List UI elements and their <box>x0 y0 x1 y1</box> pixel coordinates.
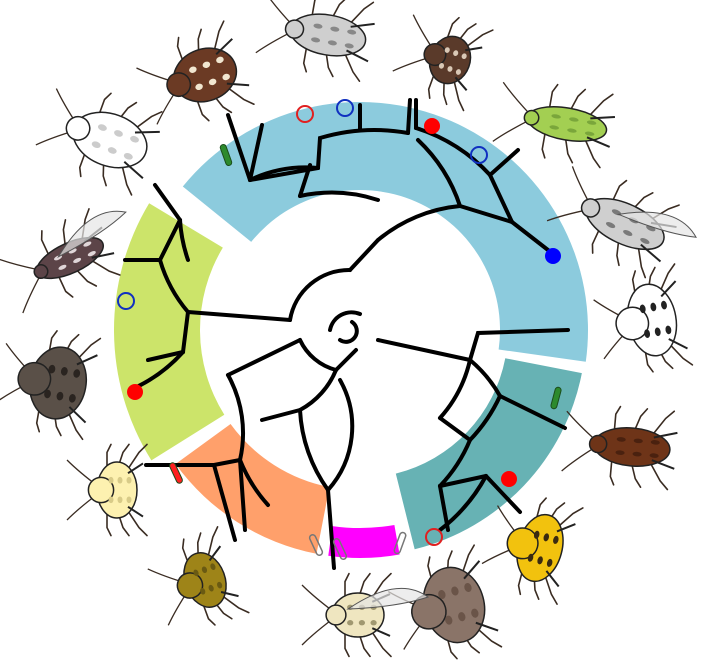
insect-illustrations <box>0 0 700 660</box>
filled-red-circle <box>424 118 440 134</box>
antenna <box>0 245 38 283</box>
antenna <box>561 166 601 204</box>
head <box>589 435 608 454</box>
antenna <box>11 275 51 313</box>
body-spot <box>118 477 123 484</box>
head <box>326 605 346 625</box>
aphid-dark-grey-illustration <box>0 323 100 440</box>
body-spot <box>347 620 353 625</box>
filled-red-circle <box>127 384 143 400</box>
antenna <box>493 115 529 147</box>
aphid-brown-spotted-illustration <box>132 20 256 137</box>
filled-blue-circle <box>545 248 561 264</box>
body-spot <box>127 496 132 503</box>
body-spot <box>118 496 123 503</box>
body-spot <box>109 477 114 484</box>
aphid-pale-winged-illustration <box>302 574 391 657</box>
body-spot <box>109 496 114 503</box>
aphid-spotted-white-illustration <box>590 264 692 380</box>
aphid-reddish-brown-illustration <box>561 402 679 490</box>
body-spot <box>370 620 376 625</box>
antenna <box>499 82 535 114</box>
aphid-grey-woolly-illustration <box>254 0 378 82</box>
aphid-pale-yellow-illustration <box>67 444 147 535</box>
aphid-outline-illustration <box>31 75 166 196</box>
filled-red-circle <box>501 471 517 487</box>
body-spot <box>359 620 365 625</box>
aphid-olive-illustration <box>142 527 248 640</box>
body-spot <box>127 477 132 484</box>
aphid-dark-brown-illustration <box>388 3 492 111</box>
